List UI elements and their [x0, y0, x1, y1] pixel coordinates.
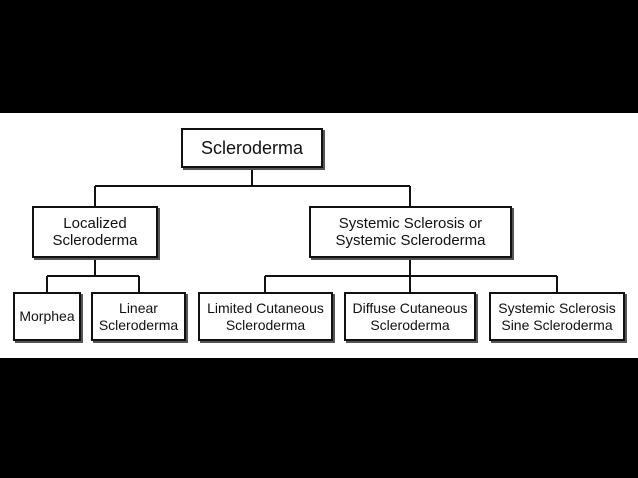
node-diffuse-line2: Scleroderma	[370, 316, 450, 333]
node-systemic-line2: Systemic Scleroderma	[335, 232, 486, 249]
node-localized-line2: Scleroderma	[52, 232, 138, 249]
node-sine-scleroderma: Systemic Sclerosis Sine Scleroderma	[489, 292, 625, 341]
node-limited-line1: Limited Cutaneous	[207, 300, 324, 317]
node-diffuse-cutaneous: Diffuse Cutaneous Scleroderma	[344, 292, 476, 341]
node-sine-line2: Sine Scleroderma	[501, 316, 613, 333]
node-linear-line2: Scleroderma	[98, 316, 179, 333]
node-localized-scleroderma: Localized Scleroderma	[32, 206, 158, 258]
node-limited-line2: Scleroderma	[225, 316, 306, 333]
node-limited-cutaneous: Limited Cutaneous Scleroderma	[198, 292, 333, 341]
node-scleroderma: Scleroderma	[181, 128, 323, 168]
node-localized-line1: Localized	[63, 214, 127, 232]
node-scleroderma-label: Scleroderma	[200, 137, 304, 158]
node-morphea: Morphea	[13, 292, 81, 341]
node-systemic-line1: Systemic Sclerosis or	[338, 214, 483, 232]
node-systemic-sclerosis: Systemic Sclerosis or Systemic Scleroder…	[309, 206, 512, 258]
node-linear-scleroderma: Linear Scleroderma	[91, 292, 186, 341]
node-morphea-label: Morphea	[19, 308, 75, 325]
node-linear-line1: Linear	[119, 300, 158, 317]
node-sine-line1: Systemic Sclerosis	[498, 300, 616, 317]
node-diffuse-line1: Diffuse Cutaneous	[352, 300, 468, 317]
